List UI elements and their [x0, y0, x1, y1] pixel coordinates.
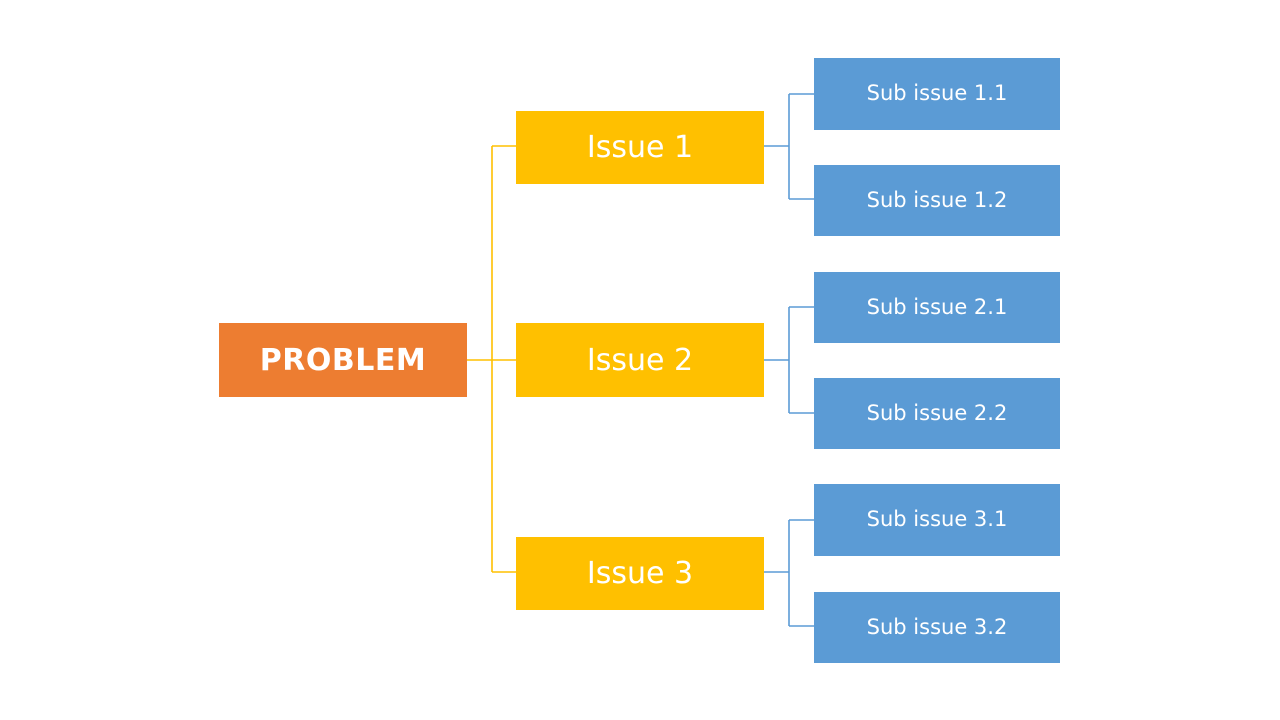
node-sub-issue-2-2[interactable]: Sub issue 2.2 [814, 378, 1060, 449]
branch-3-connector-group [764, 519, 814, 627]
node-issue-3[interactable]: Issue 3 [516, 537, 764, 610]
node-sub-issue-2-2-label: Sub issue 2.2 [866, 400, 1008, 425]
node-issue-1[interactable]: Issue 1 [516, 111, 764, 184]
branch-1-connector-group [764, 93, 814, 200]
node-sub-issue-1-1-label: Sub issue 1.1 [866, 81, 1008, 106]
branch-2-connector-group [764, 306, 814, 414]
node-issue-1-label: Issue 1 [586, 130, 694, 165]
node-issue-2[interactable]: Issue 2 [516, 323, 764, 397]
node-issue-2-label: Issue 2 [586, 342, 694, 378]
node-issue-3-label: Issue 3 [586, 556, 694, 591]
node-sub-issue-2-1-label: Sub issue 2.1 [866, 294, 1008, 319]
node-sub-issue-1-1[interactable]: Sub issue 1.1 [814, 58, 1060, 130]
node-problem[interactable]: PROBLEM [219, 323, 467, 397]
node-sub-issue-3-2-label: Sub issue 3.2 [866, 614, 1008, 639]
node-sub-issue-1-2-label: Sub issue 1.2 [866, 187, 1008, 212]
node-problem-label: PROBLEM [259, 342, 427, 378]
root-connector-group [467, 145, 516, 573]
node-sub-issue-1-2[interactable]: Sub issue 1.2 [814, 165, 1060, 236]
node-sub-issue-3-1[interactable]: Sub issue 3.1 [814, 484, 1060, 556]
node-sub-issue-3-2[interactable]: Sub issue 3.2 [814, 592, 1060, 663]
node-sub-issue-3-1-label: Sub issue 3.1 [866, 507, 1008, 532]
node-sub-issue-2-1[interactable]: Sub issue 2.1 [814, 272, 1060, 343]
